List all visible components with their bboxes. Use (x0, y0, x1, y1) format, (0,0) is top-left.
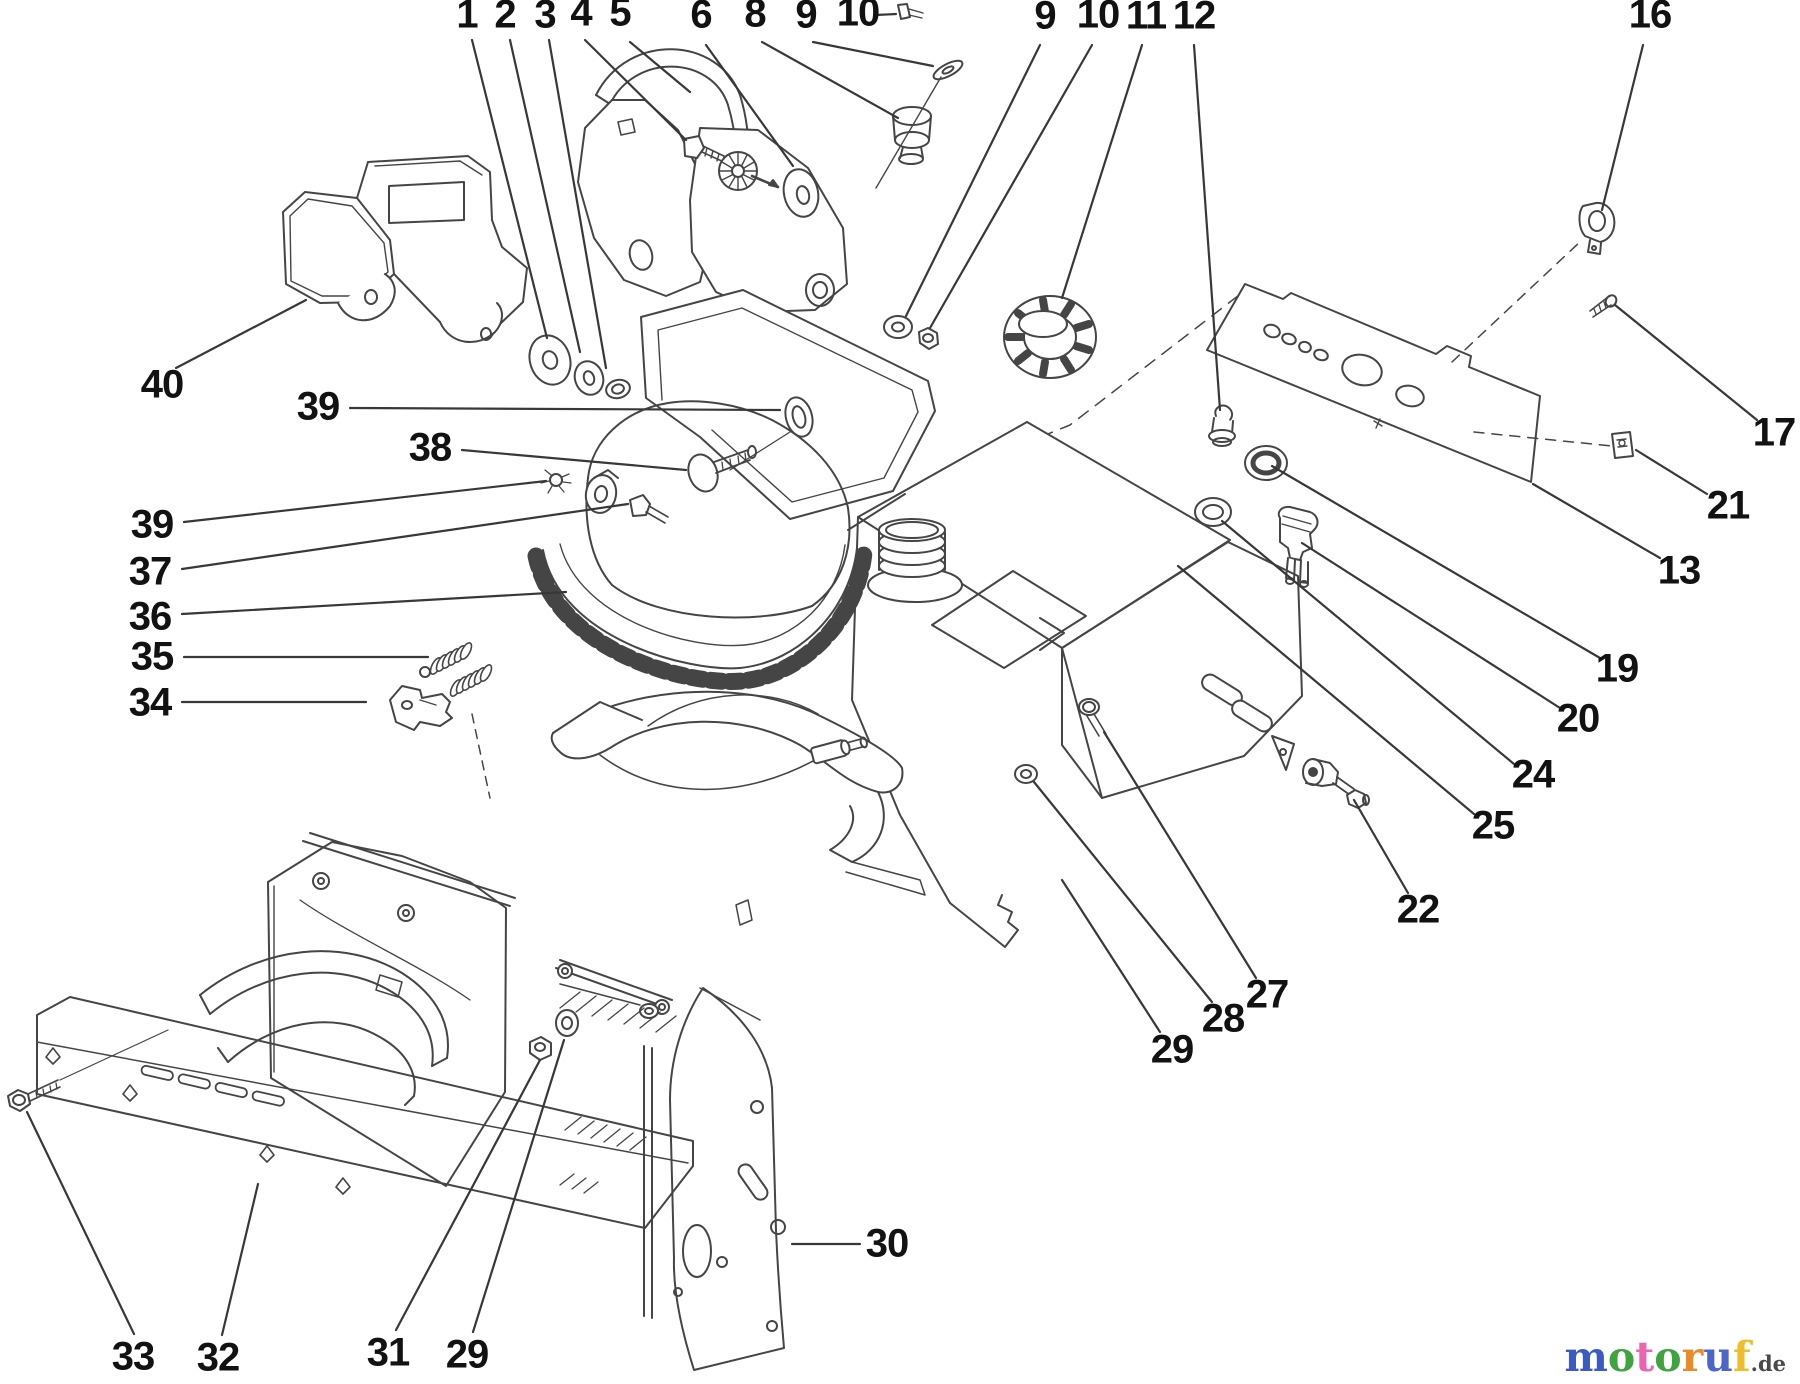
part-label-12: 12 (1172, 0, 1216, 38)
logo-letter: u (1703, 1333, 1733, 1381)
logo-letter: o (1654, 1333, 1682, 1381)
leader-line-25 (1176, 564, 1476, 816)
logo-letter: t (1635, 1333, 1655, 1381)
leader-line-19 (1270, 464, 1602, 660)
leader-line-36 (180, 590, 568, 616)
leader-line-22 (1352, 798, 1410, 895)
part-label-28: 28 (1201, 996, 1245, 1041)
part-label-22: 22 (1396, 887, 1440, 932)
leader-line-9 (811, 40, 935, 68)
leader-line-1 (470, 38, 549, 340)
support-panel-part (267, 832, 673, 1187)
chute-gear-assembly (527, 289, 936, 690)
leader-line-37 (180, 502, 630, 571)
motoruf-logo-letters: motoruf (1565, 1333, 1751, 1381)
leader-line-28 (1032, 780, 1214, 1004)
fuel-cap-part (1003, 295, 1097, 379)
leader-line-40 (174, 298, 308, 370)
part-label-9: 9 (795, 0, 817, 37)
leader-line-39 (348, 406, 782, 412)
leader-line-20 (1300, 541, 1562, 710)
leader-line-27 (1102, 730, 1258, 980)
leader-line-2 (508, 38, 582, 354)
part-label-3: 3 (534, 0, 556, 37)
cap-and-fasteners (875, 3, 964, 350)
washer-stack-parts-1-2-3 (528, 334, 631, 400)
leader-line-8 (760, 40, 900, 120)
part-label-32: 32 (196, 1335, 240, 1380)
control-panel-part (904, 201, 1634, 493)
part-label-13: 13 (1657, 548, 1701, 593)
logo-letter: o (1607, 1333, 1636, 1381)
part-label-37: 37 (128, 549, 172, 594)
part-label-4: 4 (570, 0, 592, 35)
part-label-1: 1 (456, 0, 478, 37)
part-label-2: 2 (494, 0, 516, 37)
leader-line-24 (1220, 519, 1516, 766)
belt-cover-part (282, 155, 528, 343)
part-label-27: 27 (1245, 972, 1289, 1017)
part-label-35: 35 (130, 634, 174, 679)
leader-line-33 (25, 1110, 136, 1336)
impeller-housing-part (559, 983, 786, 1371)
part-label-40: 40 (140, 362, 184, 407)
leader-line-31 (394, 1058, 542, 1332)
part-label-11: 11 (1125, 0, 1167, 38)
part-label-31: 31 (366, 1330, 410, 1375)
leader-line-13 (1531, 482, 1662, 560)
leader-line-6 (704, 43, 795, 168)
part-label-6: 6 (690, 0, 712, 37)
chute-guide-and-cable (550, 690, 926, 926)
part-label-17: 17 (1752, 410, 1796, 455)
part-label-39: 39 (130, 502, 174, 547)
part-label-36: 36 (128, 594, 172, 639)
leader-line-10 (928, 43, 1094, 330)
part-label-9: 9 (1034, 0, 1056, 38)
logo-letter: f (1733, 1333, 1751, 1381)
leader-line-39 (182, 479, 548, 524)
leader-line-9 (904, 43, 1042, 318)
part-label-34: 34 (128, 680, 172, 725)
spring-and-idler-parts (389, 642, 493, 799)
leader-line-4 (583, 38, 688, 142)
leader-line-11 (1060, 43, 1144, 300)
part-label-10: 10 (836, 0, 880, 35)
logo-letter: m (1564, 1333, 1608, 1381)
leader-line-12 (1192, 43, 1222, 412)
part-label-10: 10 (1076, 0, 1120, 37)
part-label-19: 19 (1595, 646, 1639, 691)
leader-line-10 (874, 12, 898, 17)
leader-line-29 (1060, 878, 1162, 1034)
part-label-29: 29 (1150, 1027, 1194, 1072)
idler-bracket-assembly (577, 48, 848, 313)
logo-letter: r (1681, 1333, 1704, 1381)
motoruf-logo-suffix: .de (1750, 1351, 1786, 1376)
leader-line-5 (628, 40, 692, 94)
part-label-39: 39 (296, 384, 340, 429)
housing-arc-part (199, 950, 449, 1106)
fuel-tank-console-body (847, 421, 1370, 948)
part-label-33: 33 (111, 1334, 155, 1379)
part-label-5: 5 (609, 0, 631, 35)
part-label-20: 20 (1556, 696, 1600, 741)
part-label-16: 16 (1628, 0, 1672, 37)
leader-line-21 (1634, 448, 1709, 496)
part-label-25: 25 (1471, 803, 1515, 848)
leader-line-38 (460, 448, 688, 472)
part-label-29: 29 (445, 1332, 489, 1377)
leader-line-3 (547, 38, 608, 370)
part-label-21: 21 (1706, 483, 1750, 528)
leader-lines (25, 12, 1759, 1337)
part-label-24: 24 (1511, 752, 1555, 797)
part-label-30: 30 (865, 1221, 909, 1266)
leader-line-29 (471, 1038, 566, 1334)
leader-line-32 (220, 1182, 260, 1337)
part-label-8: 8 (744, 0, 766, 36)
frame-rail-part (7, 996, 694, 1229)
leader-line-16 (1600, 43, 1645, 212)
part-label-38: 38 (408, 425, 452, 470)
motoruf-logo: motoruf.de (1565, 1337, 1786, 1378)
leader-line-17 (1613, 303, 1759, 422)
